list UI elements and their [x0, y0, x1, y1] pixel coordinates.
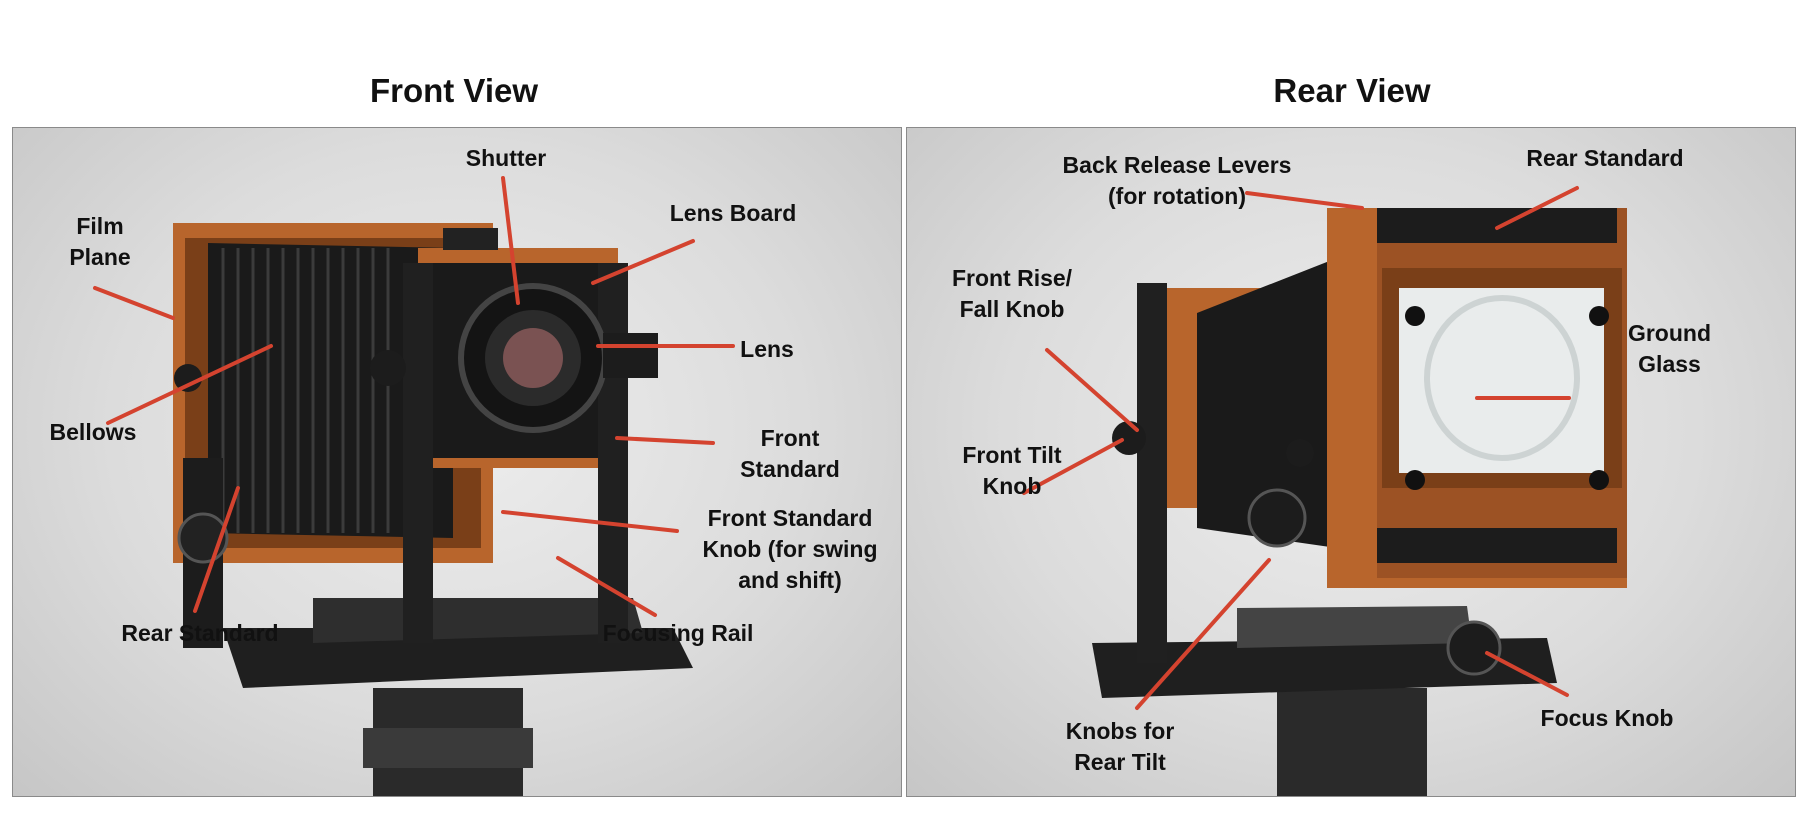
label-shutter: Shutter [465, 145, 547, 171]
label-rear-standard-front: Rear Standard [121, 620, 279, 646]
label-knobs-for-rear-tilt: Knobs for Rear Tilt [1065, 718, 1175, 775]
label-focusing-rail: Focusing Rail [602, 620, 754, 646]
label-lens: Lens [740, 336, 794, 362]
label-back-release-levers: Back Release Levers (for rotation) [1062, 152, 1292, 209]
front-camera-illustration [93, 176, 735, 796]
label-film-plane: Film Plane [69, 213, 131, 270]
rear-camera-illustration [1022, 186, 1627, 796]
label-focus-knob: Focus Knob [1540, 705, 1674, 731]
rear-view-panel: Back Release Levers (for rotation) Rear … [906, 127, 1796, 797]
rear-view-heading: Rear View [1273, 72, 1431, 109]
label-lens-board: Lens Board [669, 200, 797, 226]
label-front-standard: Front Standard [740, 425, 840, 482]
label-front-tilt-knob: Front Tilt Knob [962, 442, 1062, 499]
label-bellows: Bellows [49, 419, 137, 445]
front-view-panel: Shutter Lens Board Film Plane Lens Bello… [12, 127, 902, 797]
front-view-heading: Front View [369, 72, 539, 109]
label-front-standard-knob: Front Standard Knob (for swing and shift… [702, 505, 878, 593]
label-front-rise-fall-knob: Front Rise/ Fall Knob [951, 265, 1073, 322]
label-rear-standard-rear: Rear Standard [1526, 145, 1684, 171]
label-ground-glass: Ground Glass [1627, 320, 1712, 377]
